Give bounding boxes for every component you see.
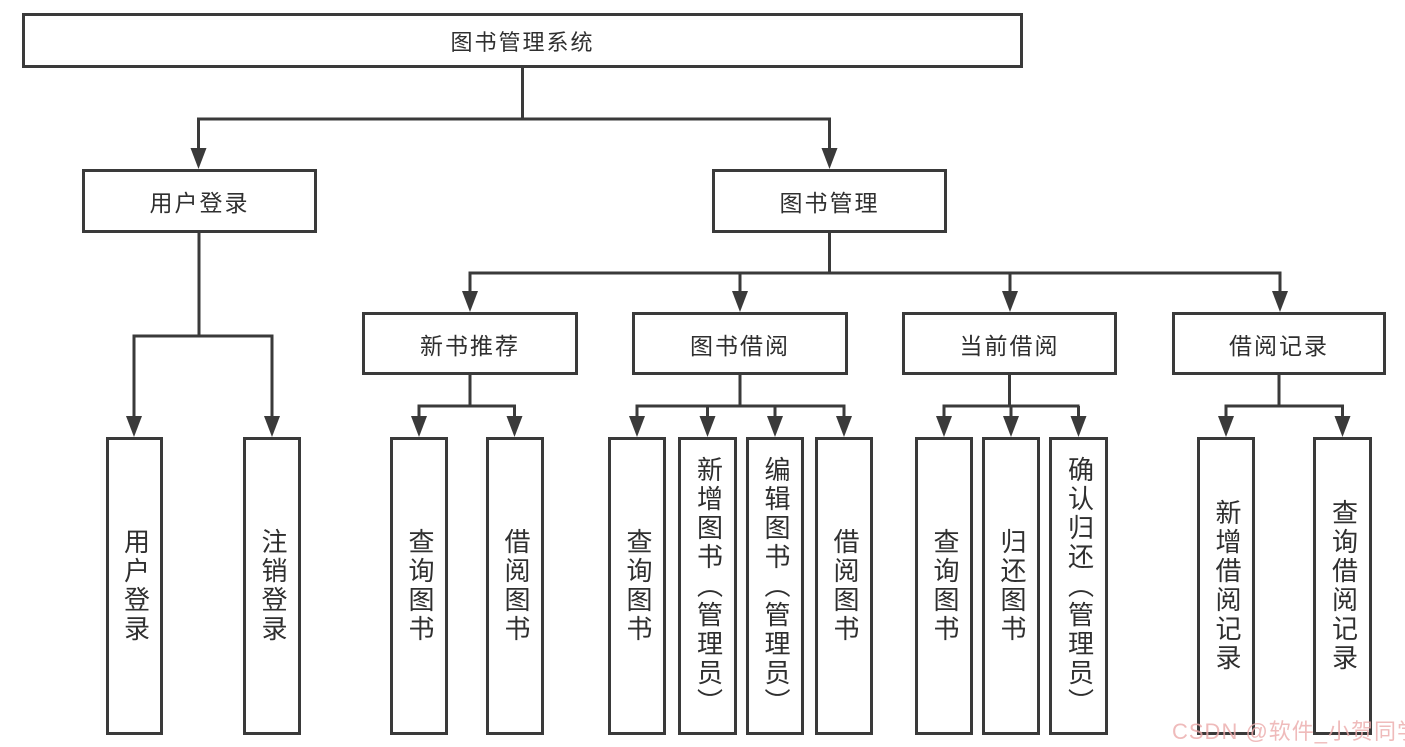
node-label: 归还图书 xyxy=(996,528,1027,644)
node-leaf-add-books-admin: 新增图书（管理员） xyxy=(678,437,737,735)
node-label: 注销登录 xyxy=(257,528,288,644)
node-label: 图书管理 xyxy=(779,190,880,216)
node-label: 图书借阅 xyxy=(690,332,790,359)
node-user-login: 用户登录 xyxy=(82,169,317,233)
node-label: 新书推荐 xyxy=(420,332,520,359)
node-leaf-add-borrow-record: 新增借阅记录 xyxy=(1197,437,1255,735)
node-leaf-query-borrow-record: 查询借阅记录 xyxy=(1313,437,1372,735)
node-label: 查询图书 xyxy=(622,528,653,644)
node-label: 用户登录 xyxy=(120,528,151,644)
node-current-borrowing: 当前借阅 xyxy=(902,312,1117,375)
node-book-management: 图书管理 xyxy=(712,169,947,233)
node-label: 借阅记录 xyxy=(1229,332,1329,359)
node-leaf-return-books: 归还图书 xyxy=(982,437,1040,735)
node-label: 图书管理系统 xyxy=(450,29,595,55)
node-borrowing-records: 借阅记录 xyxy=(1172,312,1386,375)
node-label: 借阅图书 xyxy=(500,528,531,644)
node-leaf-logout: 注销登录 xyxy=(243,437,301,735)
node-leaf-query-books-1: 查询图书 xyxy=(390,437,448,735)
node-leaf-borrow-books-1: 借阅图书 xyxy=(486,437,544,735)
node-label: 确认归还（管理员） xyxy=(1064,455,1095,717)
node-leaf-query-books-3: 查询图书 xyxy=(915,437,973,735)
node-label: 查询图书 xyxy=(404,528,435,644)
node-new-book-recommend: 新书推荐 xyxy=(362,312,578,375)
node-library-management-system: 图书管理系统 xyxy=(22,13,1023,68)
node-label: 当前借阅 xyxy=(959,332,1060,359)
node-book-borrowing: 图书借阅 xyxy=(632,312,848,375)
node-leaf-query-books-2: 查询图书 xyxy=(608,437,666,735)
node-leaf-edit-books-admin: 编辑图书（管理员） xyxy=(746,437,804,735)
node-label: 查询借阅记录 xyxy=(1328,499,1359,673)
node-label: 新增图书（管理员） xyxy=(693,455,724,717)
node-leaf-borrow-books-2: 借阅图书 xyxy=(815,437,873,735)
csdn-watermark: CSDN @软件_小贺同学 xyxy=(1172,719,1405,744)
node-label: 用户登录 xyxy=(149,190,250,216)
node-label: 查询图书 xyxy=(929,528,960,644)
node-leaf-user-login: 用户登录 xyxy=(106,437,163,735)
node-label: 借阅图书 xyxy=(829,528,860,644)
node-label: 新增借阅记录 xyxy=(1211,499,1242,673)
node-label: 编辑图书（管理员） xyxy=(760,455,791,717)
node-leaf-confirm-return-admin: 确认归还（管理员） xyxy=(1049,437,1108,735)
